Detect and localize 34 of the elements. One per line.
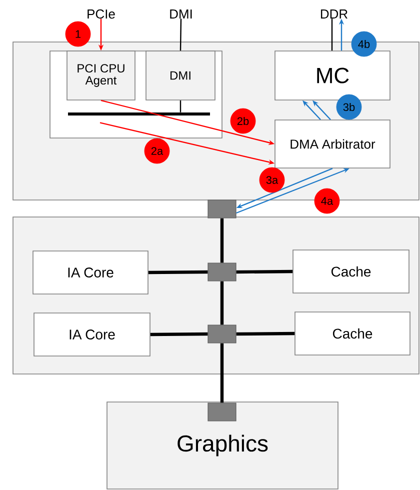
connector-line <box>220 343 224 403</box>
connector-line <box>180 18 182 51</box>
ring-stop <box>208 402 236 422</box>
connector-line <box>180 100 182 112</box>
component-box: PCI CPU Agent <box>66 50 136 100</box>
ring-stop <box>208 324 236 344</box>
component-box: Graphics <box>106 402 338 490</box>
callout-number: 4a <box>314 188 340 214</box>
ring-stop <box>208 262 236 282</box>
callout-number: 2a <box>144 138 170 164</box>
callout-number: 2b <box>230 108 256 134</box>
component-box: DMI <box>146 50 216 100</box>
port-label: PCIe <box>88 9 115 19</box>
callout-number: 3a <box>259 167 285 193</box>
component-box: MC <box>274 50 390 100</box>
callout-number: 1 <box>65 21 91 47</box>
connector-line <box>236 332 295 336</box>
component-box: IA Core <box>34 312 150 356</box>
connector-line <box>220 281 224 325</box>
connector-line <box>150 332 208 336</box>
component-box: Cache <box>292 250 410 294</box>
connector-line <box>220 218 224 263</box>
ring-stop <box>208 200 236 218</box>
callout-number: 3b <box>336 94 362 120</box>
connector-line <box>148 270 208 274</box>
callout-number: 4b <box>351 31 377 57</box>
connector-line <box>331 18 333 51</box>
port-label: DDR <box>320 10 348 18</box>
bus-bar <box>68 112 210 116</box>
component-box: DMA Arbitrator <box>274 120 390 168</box>
component-box: Cache <box>294 312 410 356</box>
connector-line <box>236 270 293 274</box>
component-box: IA Core <box>32 250 148 294</box>
port-label: DMI <box>170 10 192 18</box>
